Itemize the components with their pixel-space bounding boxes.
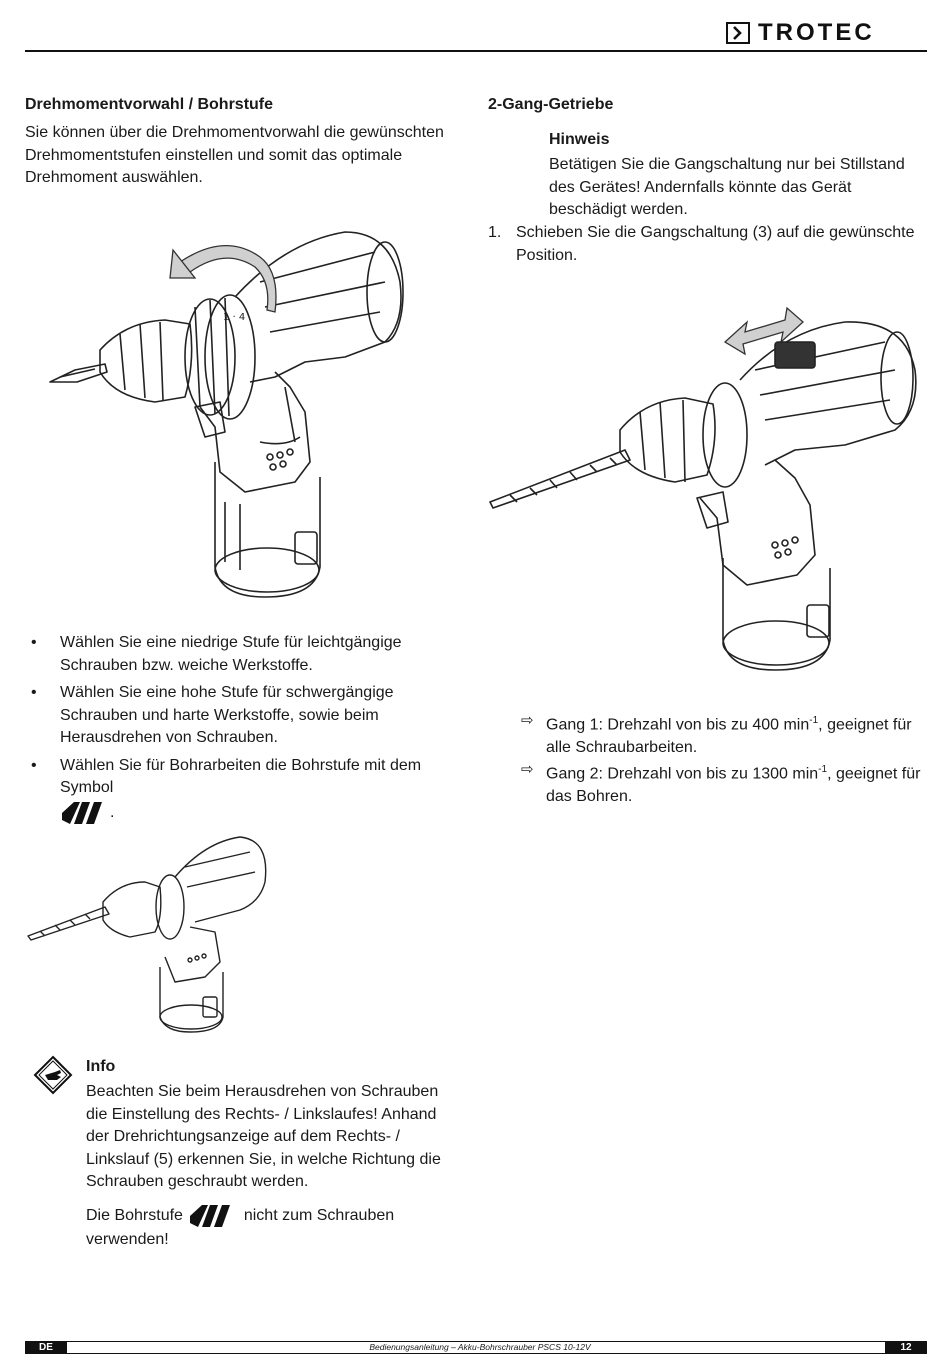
- double-arrow-icon: [725, 308, 803, 354]
- list-item: ⇨ Gang 1: Drehzahl von bis zu 400 min-1,…: [521, 712, 912, 756]
- rotation-arrow-icon: [170, 246, 276, 312]
- brand-logo-text: TROTEC: [758, 19, 875, 46]
- note-text: Betätigen Sie die Gangschaltung nur bei …: [549, 156, 905, 218]
- section-title-gearbox: 2-Gang-Getriebe: [488, 96, 614, 113]
- drill-torque-illustration: 1 · 4: [45, 212, 420, 607]
- list-item: ⇨ Gang 2: Drehzahl von bis zu 1300 min-1…: [521, 761, 921, 806]
- arrow-right-icon: ⇨: [521, 712, 534, 729]
- info-hand-icon: [33, 1055, 73, 1095]
- trotec-logo-icon: [726, 22, 750, 44]
- step-number: 1.: [488, 224, 502, 241]
- drill-symbol-icon: [190, 1205, 231, 1227]
- drill-symbol-icon: [62, 801, 102, 824]
- list-item: •Wählen Sie für Bohrarbeiten die Bohrstu…: [25, 755, 465, 826]
- footer-language: DE: [25, 1341, 67, 1354]
- drill-gear-illustration: [485, 300, 925, 675]
- section-title-torque: Drehmomentvorwahl / Bohrstufe: [25, 96, 274, 113]
- arrow-right-icon: ⇨: [521, 761, 534, 779]
- step-text: Schieben Sie die Gangschaltung (3) auf d…: [516, 224, 915, 264]
- list-item: •Wählen Sie eine hohe Stufe für schwergä…: [31, 684, 394, 746]
- header-rule: [25, 50, 927, 52]
- section-text-torque: Sie können über die Drehmomentvorwahl di…: [25, 124, 444, 186]
- footer-page-number: 12: [885, 1341, 927, 1354]
- bullet-list: •Wählen Sie eine niedrige Stufe für leic…: [25, 632, 465, 831]
- gear-list: ⇨ Gang 1: Drehzahl von bis zu 400 min-1,…: [521, 710, 929, 809]
- dial-marks: 1 · 4: [223, 312, 245, 323]
- footer-title: Bedienungsanleitung – Akku-Bohrschrauber…: [369, 1342, 591, 1352]
- info-title: Info: [86, 1058, 116, 1075]
- info-text-2: Die Bohrstufe nicht zum Schrauben verwen…: [86, 1203, 456, 1252]
- list-item: •Wählen Sie eine niedrige Stufe für leic…: [31, 634, 402, 674]
- info-text: Beachten Sie beim Herausdrehen von Schra…: [86, 1083, 441, 1190]
- note-title: Hinweis: [549, 131, 610, 148]
- drill-bit-illustration: [25, 832, 270, 1037]
